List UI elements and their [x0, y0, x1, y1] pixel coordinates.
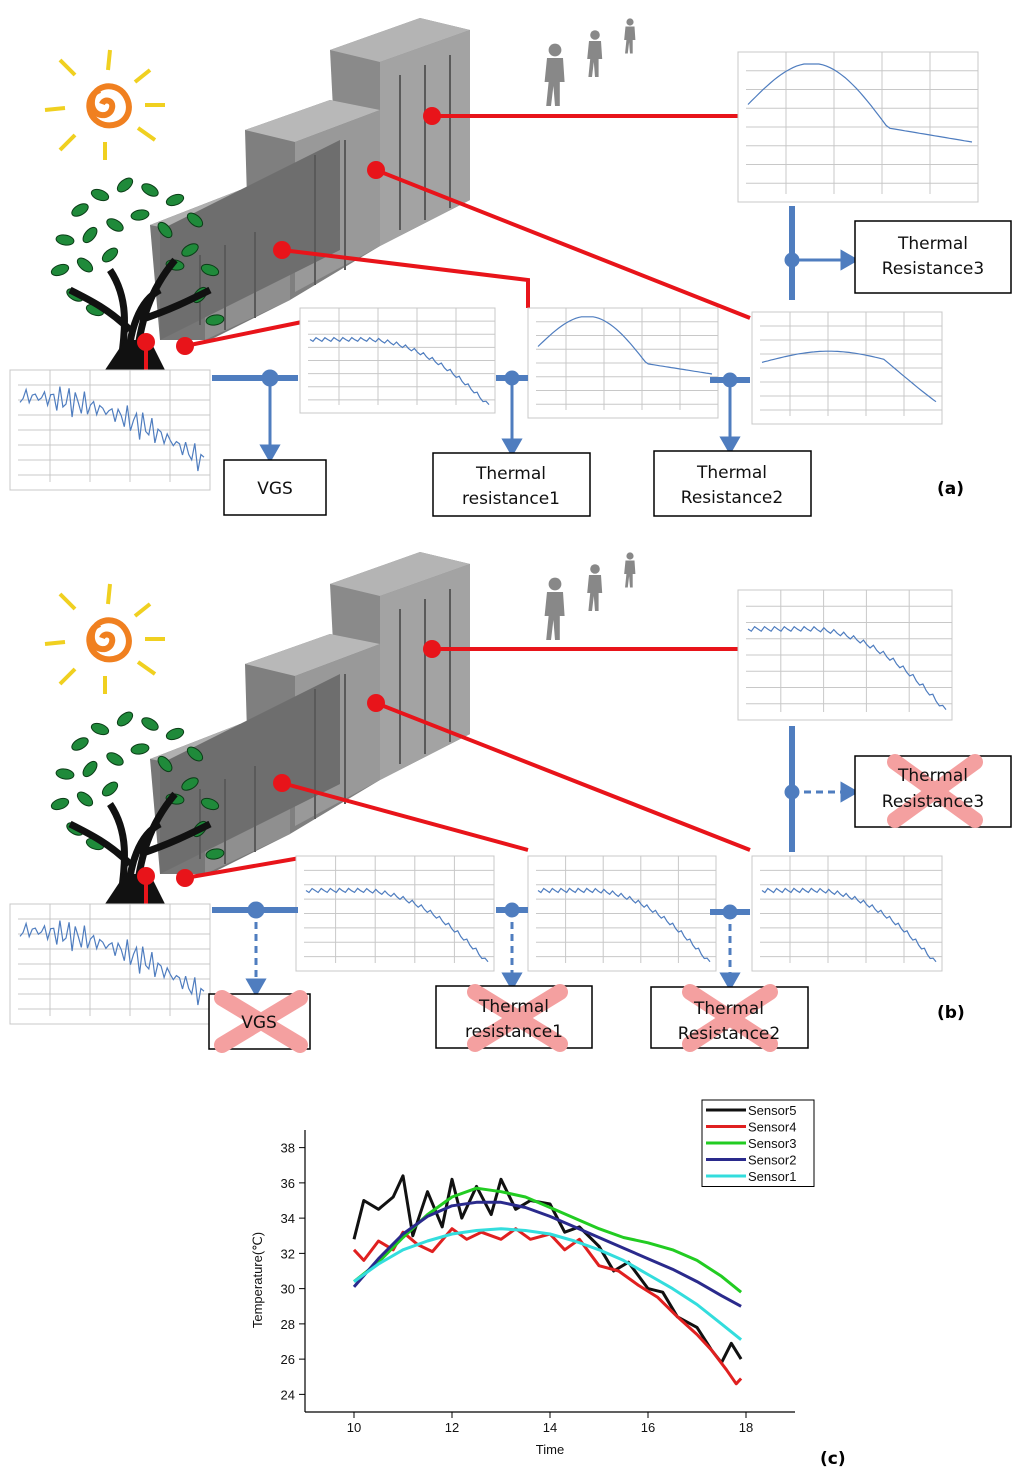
vgs-label: VGS	[257, 479, 293, 499]
y-tick-label: 36	[281, 1176, 295, 1191]
x-tick-label: 10	[347, 1420, 361, 1435]
sensor2-dot	[176, 869, 194, 887]
svg-text:Thermal: Thermal	[478, 997, 549, 1017]
thermal-resistance1-box: Thermal resistance1	[435, 984, 593, 1052]
cross-icon	[682, 984, 778, 1052]
series-sensor2-line	[352, 1200, 742, 1308]
legend-label-sensor4: Sensor4	[748, 1120, 796, 1135]
cross-icon	[467, 984, 568, 1052]
svg-text:resistance1: resistance1	[462, 489, 560, 509]
chart-series	[352, 1174, 743, 1386]
svg-text:Thermal: Thermal	[696, 463, 767, 483]
series-sensor4-line	[352, 1227, 743, 1386]
sensor-connectors	[144, 114, 751, 376]
mini-chart-sensor4	[751, 855, 943, 972]
svg-text:Thermal: Thermal	[475, 464, 546, 484]
sun-icon	[45, 50, 165, 160]
vgs-box: VGS	[223, 459, 327, 516]
series-sensor1-line	[353, 1227, 743, 1341]
panel-letter-c: (c)	[820, 1449, 846, 1469]
svg-text:Thermal: Thermal	[693, 999, 764, 1019]
cross-icon	[214, 990, 308, 1053]
svg-text:Thermal: Thermal	[897, 766, 968, 786]
sensor1-dot	[137, 867, 155, 885]
mini-chart-sensor4	[751, 311, 943, 425]
x-tick-label: 16	[641, 1420, 655, 1435]
panel-b: VGS Thermal resistance1 Thermal Resistan…	[9, 551, 1012, 1053]
y-tick-label: 24	[281, 1387, 295, 1402]
svg-text:Resistance2: Resistance2	[681, 488, 783, 508]
legend-label-sensor3: Sensor3	[748, 1136, 796, 1151]
sensor4-dot	[367, 694, 385, 712]
svg-text:Resistance2: Resistance2	[678, 1024, 780, 1044]
mini-chart-sensor2	[299, 307, 496, 414]
svg-text:Resistance3: Resistance3	[882, 259, 984, 279]
chart-axes: 10 12 14 16 18 24 26 28 30 32 34 36 38	[281, 1130, 795, 1435]
pedestrians-icon	[544, 18, 636, 106]
sensor-connectors	[144, 647, 751, 904]
y-tick-label: 32	[281, 1246, 295, 1261]
y-tick-label: 34	[281, 1211, 295, 1226]
legend-label-sensor5: Sensor5	[748, 1103, 796, 1118]
y-tick-label: 28	[281, 1317, 295, 1332]
thermal-resistance2-box: Thermal Resistance2	[653, 450, 812, 517]
sensor3-dot	[273, 241, 291, 259]
y-tick-label: 30	[281, 1282, 295, 1297]
svg-text:VGS: VGS	[241, 1013, 277, 1033]
mini-chart-sensor1	[9, 369, 211, 491]
svg-text:Resistance3: Resistance3	[882, 792, 984, 812]
panel-a: VGS Thermal resistance1 Thermal Resistan…	[9, 17, 1012, 517]
x-tick-label: 18	[739, 1420, 753, 1435]
sensor3-dot	[273, 774, 291, 792]
pedestrians-icon	[544, 552, 636, 640]
thermal-resistance3-box: Thermal Resistance3	[854, 754, 1012, 828]
thermal-resistance3-box: Thermal Resistance3	[854, 220, 1012, 294]
y-tick-label: 26	[281, 1352, 295, 1367]
sensor2-dot	[176, 337, 194, 355]
mini-chart-sensor3	[527, 855, 717, 972]
sensor5-dot	[423, 107, 441, 125]
svg-text:resistance1: resistance1	[465, 1022, 563, 1042]
series-sensor5-line	[352, 1174, 743, 1365]
mini-chart-sensor5	[737, 589, 953, 721]
y-axis-label: Temperature(℃)	[250, 1232, 265, 1328]
mini-chart-sensor1	[9, 903, 211, 1025]
x-tick-label: 14	[543, 1420, 557, 1435]
mini-chart-sensor5	[737, 51, 979, 203]
sensor4-dot	[367, 161, 385, 179]
panel-letter-a: (a)	[937, 479, 964, 499]
vgs-box: VGS	[208, 990, 311, 1053]
panel-letter-b: (b)	[937, 1003, 965, 1023]
thermal-resistance2-box: Thermal Resistance2	[650, 984, 809, 1052]
cross-icon	[887, 754, 983, 828]
mini-chart-sensor3	[527, 307, 719, 419]
sensor1-dot	[137, 333, 155, 351]
thermal-resistance1-box: Thermal resistance1	[432, 452, 591, 517]
svg-text:Thermal: Thermal	[897, 234, 968, 254]
legend-label-sensor2: Sensor2	[748, 1153, 796, 1168]
mini-chart-sensor2	[295, 855, 495, 972]
x-axis-label: Time	[536, 1442, 564, 1457]
legend-label-sensor1: Sensor1	[748, 1169, 796, 1184]
sensor5-dot	[423, 640, 441, 658]
y-tick-label: 38	[281, 1141, 295, 1156]
sun-icon	[45, 584, 165, 694]
x-tick-label: 12	[445, 1420, 459, 1435]
